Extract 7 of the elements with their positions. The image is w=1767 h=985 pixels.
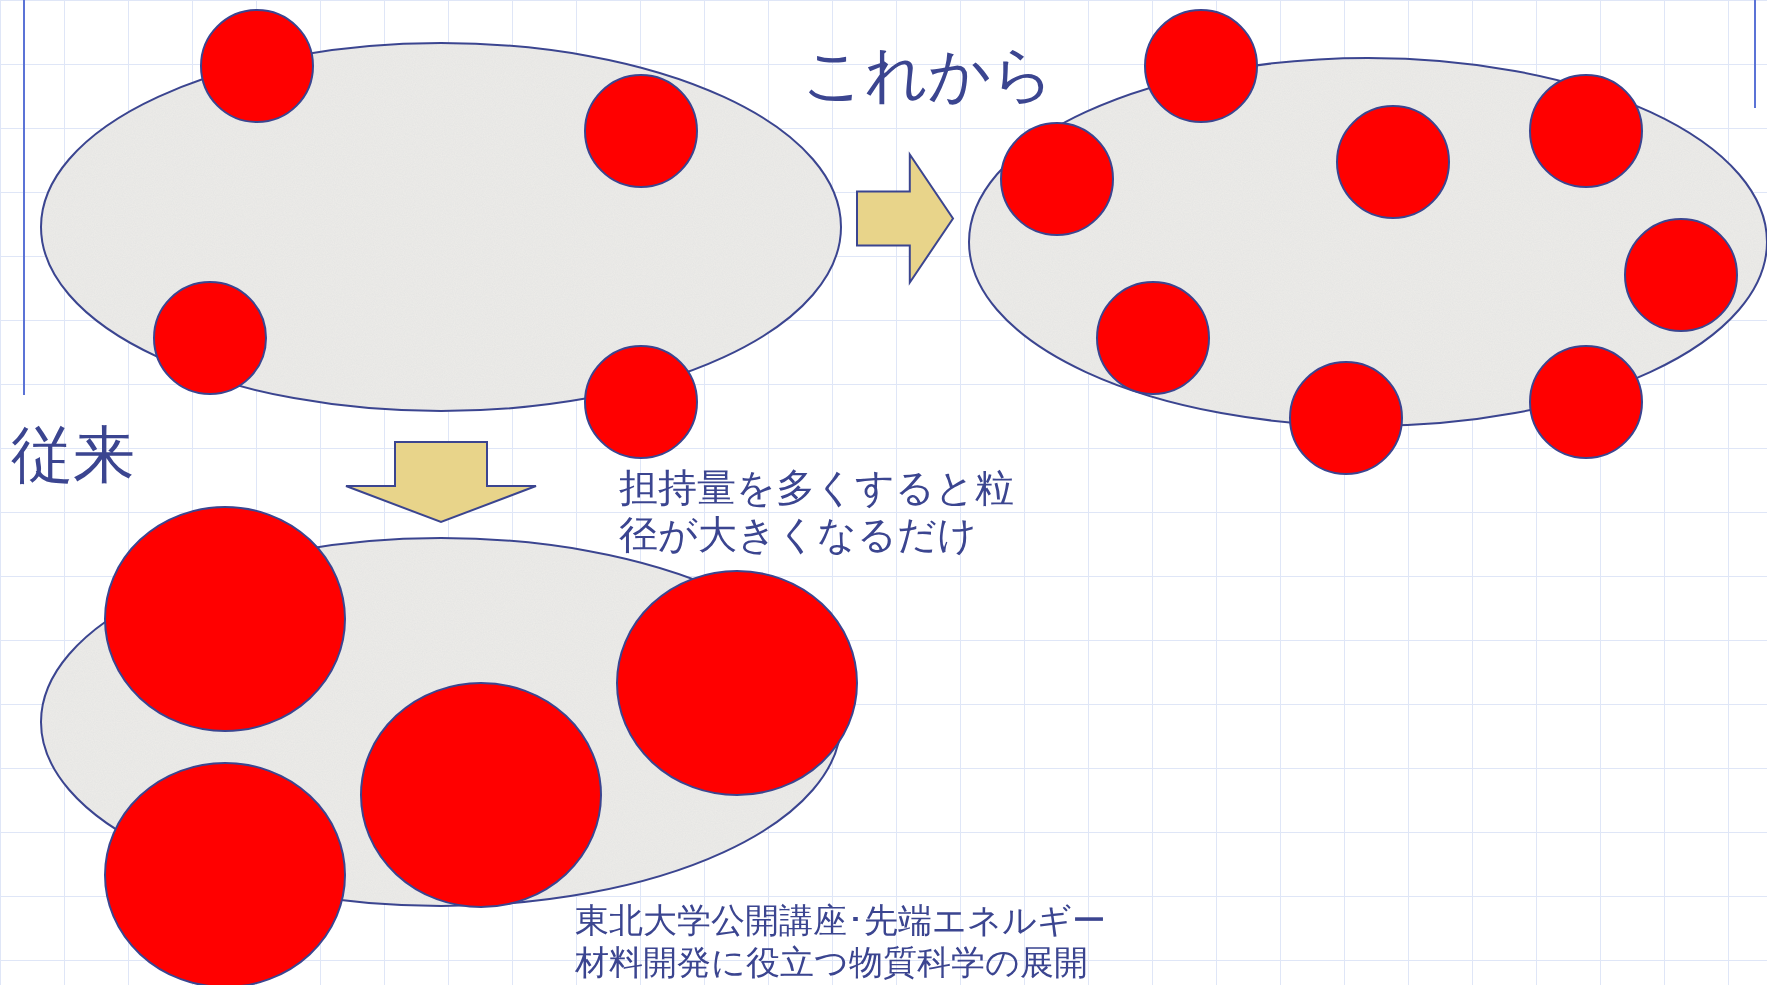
caption-text: 担持量を多くすると粒径が大きくなるだけ	[619, 465, 1015, 559]
caption-text: これから	[802, 38, 1055, 113]
footer-text: 材料開発に役立つ物質科学の展開	[575, 942, 1089, 982]
footer-text: 東北大学公開講座･先端エネルギー	[575, 900, 1107, 940]
block-arrow	[345, 441, 537, 524]
block-arrow	[856, 151, 955, 286]
caption-text: 従来	[11, 418, 136, 493]
